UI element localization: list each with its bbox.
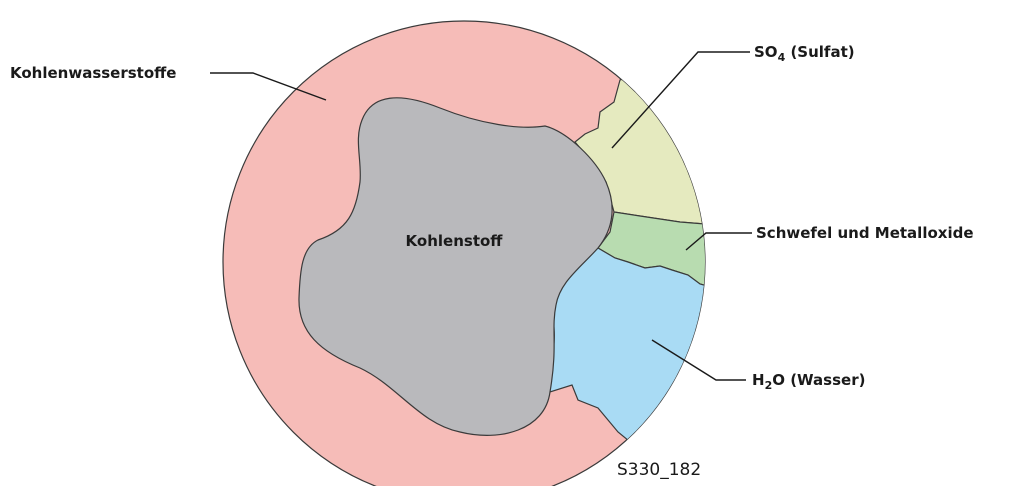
wasser-label-sub: 2 [765,379,773,392]
kohlenstoff-region [298,97,613,436]
schwefel-leader [685,232,752,251]
sulfat-leader [611,51,750,149]
wasser-leader [651,339,746,381]
sulfat-label-sub: 4 [778,51,786,64]
figure-code: S330_182 [617,460,701,480]
sulfat-label-rest: (Sulfat) [785,43,854,61]
wasser-label-main: H [752,371,765,389]
wasser-label-rest: O (Wasser) [772,371,865,389]
sulfat-label-main: SO [754,43,778,61]
kohlenwasserstoffe-leader [210,72,327,101]
wasser-label: H2O (Wasser) [752,371,865,392]
kohlenwasserstoffe-label: Kohlenwasserstoffe [10,64,176,82]
sulfat-label: SO4 (Sulfat) [754,43,855,64]
schwefel-metalloxide-label: Schwefel und Metalloxide [756,224,974,242]
kohlenstoff-label: Kohlenstoff [406,232,504,250]
